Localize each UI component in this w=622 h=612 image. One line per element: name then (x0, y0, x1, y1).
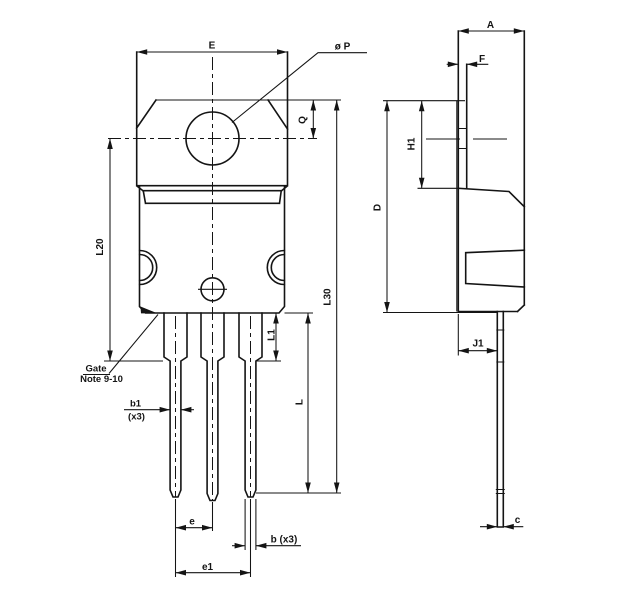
notch-left (138, 249, 158, 286)
dim-label-L20: L20 (95, 238, 106, 256)
dim-label-b1-qty: (x3) (128, 412, 145, 423)
extension-lines-side (383, 187, 497, 356)
side-groove (464, 249, 526, 288)
gate-note-label: Note 9-10 (80, 374, 123, 385)
dim-label-F: F (479, 54, 485, 65)
lead-2 (200, 312, 225, 502)
dim-label-Q: Q (298, 116, 309, 124)
side-outline (457, 30, 526, 313)
gate-label: Gate (85, 364, 106, 375)
dim-label-H1: H1 (407, 137, 418, 150)
dim-label-hole-dia: ø P (335, 42, 351, 53)
tab-face-ticks (458, 127, 467, 150)
dim-label-b: b (x3) (271, 535, 298, 546)
dim-label-e1: e1 (202, 562, 214, 573)
dim-label-e: e (189, 517, 195, 528)
side-chamfer (457, 187, 526, 208)
dim-label-J1: J1 (472, 339, 484, 350)
gate-corner-marker (140, 306, 158, 314)
tab-chamfer-diagonals (135, 98, 289, 131)
extension-lines-front (104, 312, 341, 577)
gate-leader (83, 314, 159, 376)
notch-right (266, 249, 286, 286)
side-lead-ticks (495, 329, 505, 495)
dim-label-D: D (373, 204, 384, 211)
dim-label-b1: b1 (130, 399, 142, 410)
side-view: A F H1 D J1 c (373, 20, 526, 530)
side-lead (496, 310, 505, 528)
dim-label-L: L (295, 399, 306, 405)
dim-label-L1: L1 (267, 329, 278, 341)
front-view: E ø P Q L20 L30 L1 L Gate Note 9-10 b1 (… (80, 41, 367, 577)
dim-label-c: c (515, 515, 521, 526)
dim-label-E: E (209, 41, 216, 52)
dim-label-A: A (487, 20, 494, 31)
hole-dia-leader (231, 52, 367, 123)
dim-label-L30: L30 (323, 288, 334, 306)
